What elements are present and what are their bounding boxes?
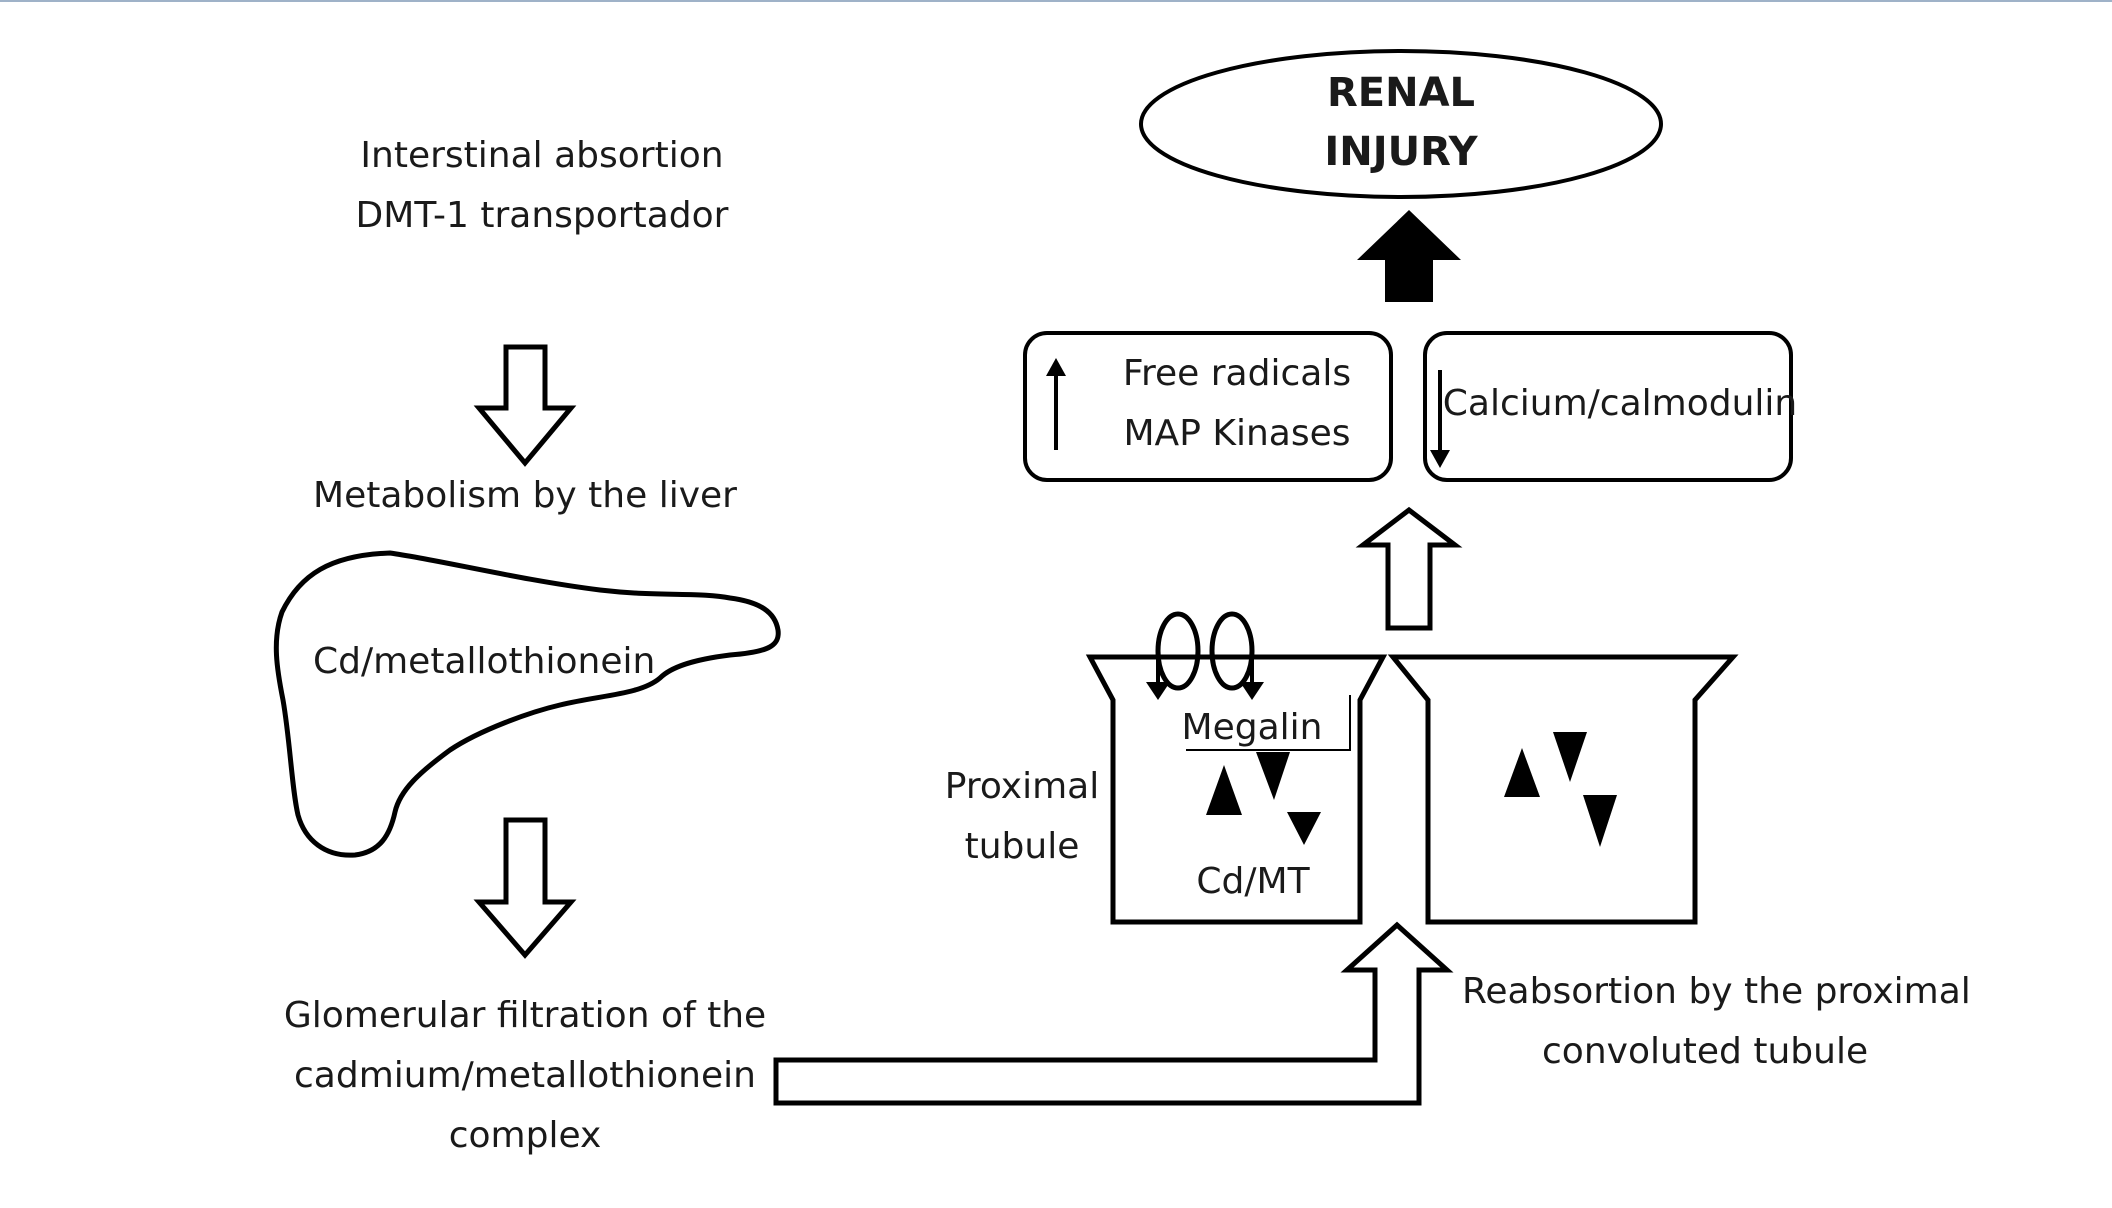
increase-arrow-icon — [1046, 358, 1066, 376]
calcium-calmodulin-label: Calcium/calmodulin — [1443, 383, 1797, 424]
cd-metallothionein-label: Cd/metallothionein — [313, 641, 655, 682]
glomerular-filtration-label-1: Glomerular filtration of the — [284, 995, 766, 1036]
megalin-label: Megalin — [1182, 707, 1323, 748]
decrease-arrow-icon — [1430, 450, 1450, 468]
proximal-tubule-cell-left — [1085, 654, 1388, 925]
glomerular-filtration-label-2: cadmium/metallothionein — [294, 1055, 756, 1096]
filtration-to-tubule-arrow — [773, 921, 1454, 1106]
free-radicals-label: Free radicals — [1123, 353, 1351, 394]
glomerular-filtration-label-3: complex — [449, 1115, 602, 1156]
down-arrow-to-glomerulus — [473, 817, 577, 959]
intestinal-absorption-label: Interstinal absortion — [360, 135, 723, 176]
cd-triangle-up-right-cell — [1504, 748, 1540, 797]
cd-mt-label: Cd/MT — [1196, 861, 1310, 902]
renal-injury-ellipse — [1139, 49, 1663, 199]
reabsorption-label-2: convoluted tubule — [1542, 1031, 1868, 1072]
liver-shape — [273, 550, 781, 858]
cd-triangle-down-right-cell-1 — [1553, 732, 1587, 782]
liver-metabolism-label: Metabolism by the liver — [313, 475, 737, 516]
solid-up-arrow-to-injury — [1357, 210, 1461, 302]
reabsorption-label-1: Reabsortion by the proximal — [1462, 971, 1971, 1012]
megalin-loop-right — [1209, 611, 1255, 691]
top-rule — [0, 0, 2112, 2]
proximal-tubule-cell-right — [1387, 654, 1739, 925]
dmt1-transporter-label: DMT-1 transportador — [356, 195, 729, 236]
proximal-label-1: Proximal — [945, 766, 1099, 807]
proximal-label-2: tubule — [965, 826, 1080, 867]
map-kinases-label: MAP Kinases — [1124, 413, 1351, 454]
megalin-bracket — [1186, 695, 1351, 751]
megalin-loop-left — [1155, 611, 1201, 691]
up-arrow-to-effects — [1355, 506, 1463, 631]
free-radicals-box — [1023, 331, 1393, 482]
cd-triangle-up — [1206, 765, 1242, 815]
cd-triangle-down-2 — [1287, 812, 1321, 845]
injury-label: INJURY — [1324, 129, 1478, 175]
calcium-box — [1423, 331, 1793, 482]
cd-triangle-down-right-cell-2 — [1583, 795, 1617, 847]
down-arrow-to-liver — [473, 344, 577, 467]
megalin-arrow-left-head — [1146, 682, 1170, 700]
megalin-arrow-right-head — [1240, 682, 1264, 700]
cd-triangle-down-1 — [1256, 752, 1290, 800]
renal-label: RENAL — [1327, 70, 1475, 116]
